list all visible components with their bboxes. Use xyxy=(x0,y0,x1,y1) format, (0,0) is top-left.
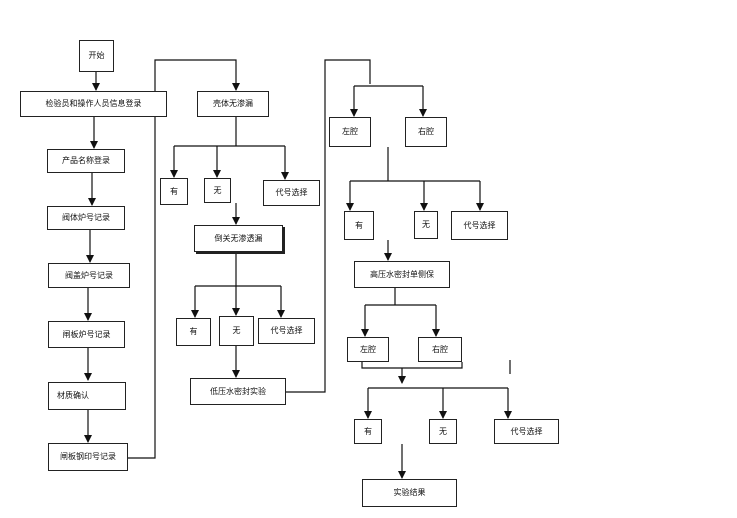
node-closure-yes: 有 xyxy=(176,318,211,346)
node-body-furnace: 阀体炉号记录 xyxy=(47,206,125,230)
node-material-confirm: 材质确认 xyxy=(48,382,126,410)
node-lp-yes: 有 xyxy=(344,211,374,240)
node-closure-code: 代号选择 xyxy=(258,318,315,344)
arrow-lowpressure-to-cavities xyxy=(286,59,371,393)
node-login: 检验员和操作人员信息登录 xyxy=(20,91,167,117)
node-shell-code: 代号选择 xyxy=(263,180,320,206)
node-shell-no: 无 xyxy=(204,178,231,203)
node-low-pressure-seal: 低压水密封实验 xyxy=(190,378,286,405)
node-lp-code: 代号选择 xyxy=(451,211,508,240)
arrow-stamp-to-shell xyxy=(128,59,240,459)
line-hp-join xyxy=(361,362,463,369)
node-hp-left-cavity: 左腔 xyxy=(347,337,389,362)
node-closure-leak: 倒关无渗透漏 xyxy=(194,225,283,252)
node-result: 实验结果 xyxy=(362,479,457,507)
node-product-name: 产品名称登录 xyxy=(47,149,125,173)
node-lp-right-cavity: 右腔 xyxy=(405,117,447,147)
node-shell-yes: 有 xyxy=(160,178,188,205)
node-hp-yes: 有 xyxy=(354,419,382,444)
node-closure-no: 无 xyxy=(219,316,254,346)
node-shell-leak: 壳体无渗漏 xyxy=(197,91,269,117)
node-disc-stamp: 闸板钢印号记录 xyxy=(48,443,128,471)
node-lp-left-cavity: 左腔 xyxy=(329,117,371,147)
node-hp-code: 代号选择 xyxy=(494,419,559,444)
node-bonnet-furnace: 阀盖炉号记录 xyxy=(48,263,130,288)
node-disc-furnace: 闸板炉号记录 xyxy=(48,321,125,348)
node-hp-no: 无 xyxy=(429,419,457,444)
node-start: 开始 xyxy=(79,40,114,72)
node-high-pressure-seal: 高压水密封单侧保 xyxy=(354,261,450,288)
node-hp-right-cavity: 右腔 xyxy=(418,337,462,362)
node-lp-no: 无 xyxy=(414,211,438,239)
